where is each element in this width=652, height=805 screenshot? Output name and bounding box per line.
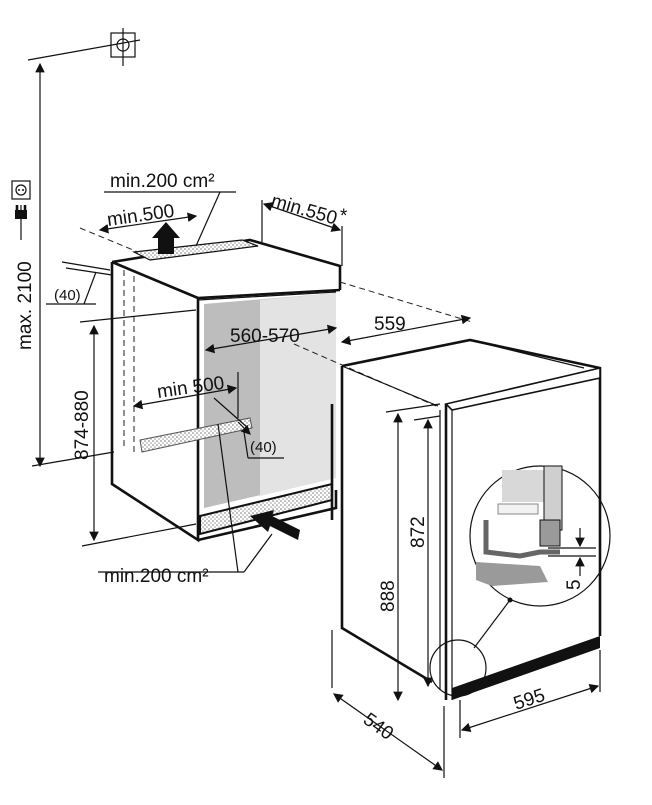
niche-height-label: 874-880 xyxy=(72,390,93,460)
bottom-vent-callout: min.200 cm² xyxy=(98,423,273,587)
detail-callout: 5 xyxy=(429,465,611,697)
appliance-height-inner-dimension: 872 xyxy=(408,415,441,688)
power-plug-icon xyxy=(15,205,27,240)
appliance-depth-label: 540 xyxy=(359,709,397,745)
vent-top-label: min.200 cm² xyxy=(110,171,215,192)
depth-extension-lines: 559 xyxy=(293,281,473,407)
max-height-label: max. 2100 xyxy=(15,261,36,350)
ceiling-crosshair-icon xyxy=(27,28,141,66)
niche-height-dimension: 874-880 xyxy=(72,309,197,547)
vent-top-width-dimension: min.500 xyxy=(79,201,198,253)
appliance-depth-dimension: 540 xyxy=(331,630,445,778)
niche-width-label: 560-570 xyxy=(230,326,300,347)
vent-bottom-label: min.200 cm² xyxy=(104,566,209,587)
depth-top-star: * xyxy=(340,206,348,227)
appliance-height-outer-label: 888 xyxy=(378,580,399,612)
offset-bottom-label: (40) xyxy=(250,439,277,456)
top-offset-callout: (40) xyxy=(46,261,113,305)
gap-detail-label: 5 xyxy=(564,579,585,590)
detail-magnified-view: 5 xyxy=(476,465,596,590)
appliance-depth-top-label: 559 xyxy=(374,314,406,335)
appliance-height-outer-dimension: 888 xyxy=(378,403,441,702)
power-socket-icon xyxy=(11,180,31,200)
max-height-dimension: max. 2100 xyxy=(15,62,115,468)
top-vent-callout: min.200 cm² xyxy=(104,171,236,247)
bottom-offset-callout: (40) xyxy=(213,397,284,459)
appliance-width-label: 595 xyxy=(511,685,548,715)
niche-width-dimension: 560-570 xyxy=(204,324,338,354)
appliance-body xyxy=(340,338,602,700)
appliance-height-inner-label: 872 xyxy=(408,516,429,548)
offset-top-label: (40) xyxy=(54,287,81,304)
depth-top-label: min.550 xyxy=(269,191,340,230)
